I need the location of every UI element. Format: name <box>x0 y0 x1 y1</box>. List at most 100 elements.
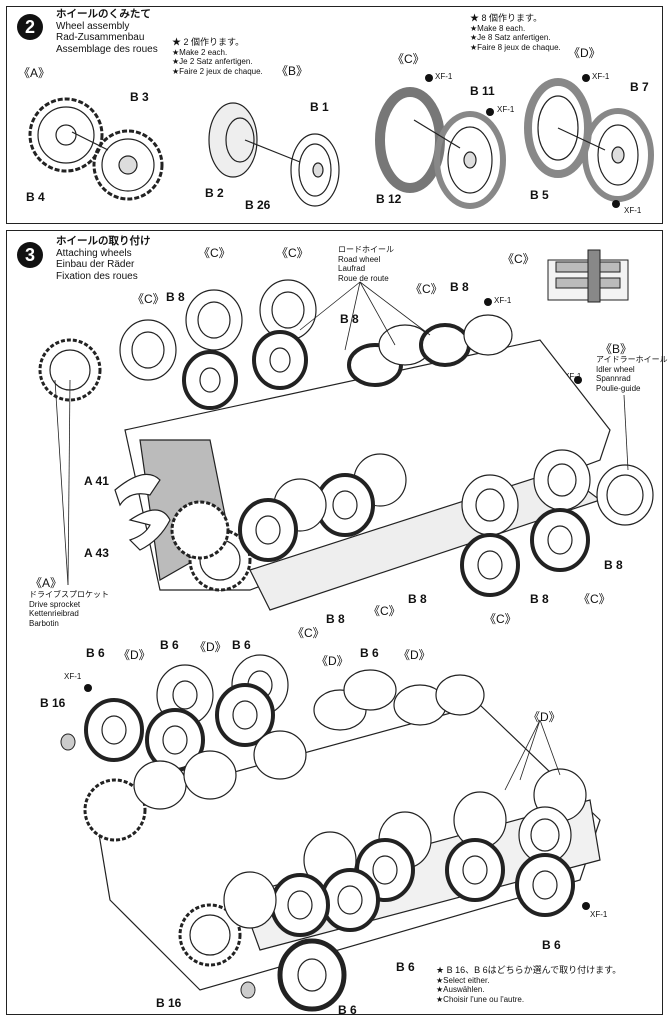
paint-markers <box>84 298 590 910</box>
label-C-8: 《C》 <box>484 612 517 626</box>
label-C-4: 《C》 <box>410 282 443 296</box>
leader-lines <box>54 281 629 791</box>
step3-title-fr: Fixation des roues <box>56 270 138 282</box>
step2-note-a: ★ 2 個作ります。 ★Make 2 each. ★Je 2 Satz anfe… <box>172 37 263 76</box>
note-b-en: ★Make 8 each. <box>470 23 526 33</box>
step2-title-de: Rad-Zusammenbau <box>56 32 145 43</box>
label-B6-4: B 6 <box>360 646 379 660</box>
label-B4: B 4 <box>26 190 45 204</box>
step3-title-de: Einbau der Räder <box>56 259 135 270</box>
label-B12: B 12 <box>376 192 402 206</box>
label-C: 《C》 <box>392 52 425 66</box>
label-B5: B 5 <box>530 188 549 202</box>
label-D: 《D》 <box>568 46 601 60</box>
label-B8-7: B 8 <box>326 612 345 626</box>
xf1-idler: XF-1 <box>564 372 582 381</box>
step2-drawing <box>28 74 654 209</box>
step2-number: 2 <box>17 14 43 40</box>
road-wheel-jp: ロードホイール <box>338 245 394 254</box>
note-a-jp: ★ 2 個作ります。 <box>172 37 245 47</box>
label-B6-2: B 6 <box>160 638 179 652</box>
sprocket-jp: ドライブスプロケット <box>29 590 109 599</box>
idler-callout: アイドラーホイール Idler wheel Spannrad Poulie-gu… <box>596 355 668 393</box>
select-note: ★ B 16、B 6はどちらか選んで取り付けます。 ★Select either… <box>436 965 621 1004</box>
label-B8-5: B 8 <box>530 592 549 606</box>
xf1-label-b: XF-1 <box>497 105 515 114</box>
label-A: 《A》 <box>18 66 51 80</box>
wheel-b2 <box>208 102 258 178</box>
wheel-detail-inset <box>547 249 629 303</box>
label-B8-2: B 8 <box>340 312 359 326</box>
select-en: ★Select either. <box>436 975 490 985</box>
note-a-fr: ★Faire 2 jeux de chaque. <box>172 66 263 76</box>
step3-panel <box>6 230 663 1015</box>
wheel-b1 <box>290 133 340 207</box>
label-B11: B 11 <box>470 84 495 98</box>
step2-note-b: ★ 8 個作ります。 ★Make 8 each. ★Je 8 Satz anfe… <box>470 13 561 52</box>
step3-title-jp: ホイールの取り付け <box>56 235 151 247</box>
xf1-bottom-right: XF-1 <box>590 910 608 919</box>
step2-title: ホイールのくみたて Wheel assembly Rad-Zusammenbau… <box>56 8 158 55</box>
label-C-3: 《C》 <box>276 246 309 260</box>
sprocket-callout: ドライブスプロケット Drive sprocket Kettenrieibrad… <box>29 590 109 628</box>
label-C-5: 《C》 <box>502 252 535 266</box>
label-B2: B 2 <box>205 186 224 200</box>
road-wheels-upper <box>119 279 654 597</box>
note-b-jp: ★ 8 個作ります。 <box>470 13 543 23</box>
label-B6-7: B 6 <box>338 1003 357 1017</box>
step3-number: 3 <box>17 242 43 268</box>
step2-panel <box>6 6 663 224</box>
label-D-3: 《D》 <box>316 654 349 668</box>
label-B8-1: B 8 <box>166 290 185 304</box>
select-de: ★Auswählen. <box>436 985 485 994</box>
label-B16-1: B 16 <box>40 696 66 710</box>
idler-de: Spannrad <box>596 374 631 383</box>
label-B8-6: B 8 <box>408 592 427 606</box>
label-B8-4: B 8 <box>604 558 623 572</box>
wheel-b7 <box>582 108 654 202</box>
road-wheel-de: Laufrad <box>338 264 366 273</box>
callout-A-sprocket: 《A》 <box>30 576 63 590</box>
bracket-a41 <box>114 473 171 551</box>
label-B6-6: B 6 <box>396 960 415 974</box>
step3-title: ホイールの取り付け Attaching wheels Einbau der Rä… <box>56 235 151 282</box>
label-B16-2: B 16 <box>156 996 182 1010</box>
idler-fr: Poulie-guide <box>596 383 641 393</box>
label-B6-5: B 6 <box>542 938 561 952</box>
road-wheel-en: Road wheel <box>338 254 381 264</box>
tire-b5 <box>524 78 592 178</box>
sprocket-en: Drive sprocket <box>29 599 81 609</box>
xf1-label-d: XF-1 <box>624 206 642 215</box>
step2-title-en: Wheel assembly <box>56 20 130 32</box>
label-B7: B 7 <box>630 80 649 94</box>
note-a-de: ★Je 2 Satz anfertigen. <box>172 57 253 66</box>
label-C-9: 《C》 <box>578 592 611 606</box>
wheel-b11 <box>434 111 506 209</box>
road-wheels-lower <box>84 654 587 1012</box>
sprocket-de: Kettenrieibrad <box>29 609 79 618</box>
sprocket-b4 <box>28 97 104 173</box>
label-B6-3: B 6 <box>232 638 251 652</box>
callout-B-idler: 《B》 <box>600 342 633 356</box>
label-C-6: 《C》 <box>368 604 401 618</box>
step2-title-jp: ホイールのくみたて <box>56 8 151 20</box>
sprocket-upper <box>38 338 252 592</box>
label-D-5: 《D》 <box>528 710 561 724</box>
xf1-top: XF-1 <box>494 296 512 305</box>
label-B1: B 1 <box>310 100 329 114</box>
idler-en: Idler wheel <box>596 364 635 374</box>
label-B: 《B》 <box>276 64 309 78</box>
xf1-label-a: XF-1 <box>435 72 453 81</box>
road-wheel-fr: Roue de route <box>338 273 389 283</box>
note-b-fr: ★Faire 8 jeux de chaque. <box>470 42 561 52</box>
label-B6-1: B 6 <box>86 646 105 660</box>
xf1-label-c: XF-1 <box>592 72 610 81</box>
label-B8-3: B 8 <box>450 280 469 294</box>
label-B26: B 26 <box>245 198 271 212</box>
sprocket-fr: Barbotin <box>29 618 59 628</box>
road-wheel-callout: ロードホイール Road wheel Laufrad Roue de route <box>338 245 394 283</box>
label-D-2: 《D》 <box>194 640 227 654</box>
note-a-en: ★Make 2 each. <box>172 47 228 57</box>
sprocket-b3 <box>92 129 164 201</box>
